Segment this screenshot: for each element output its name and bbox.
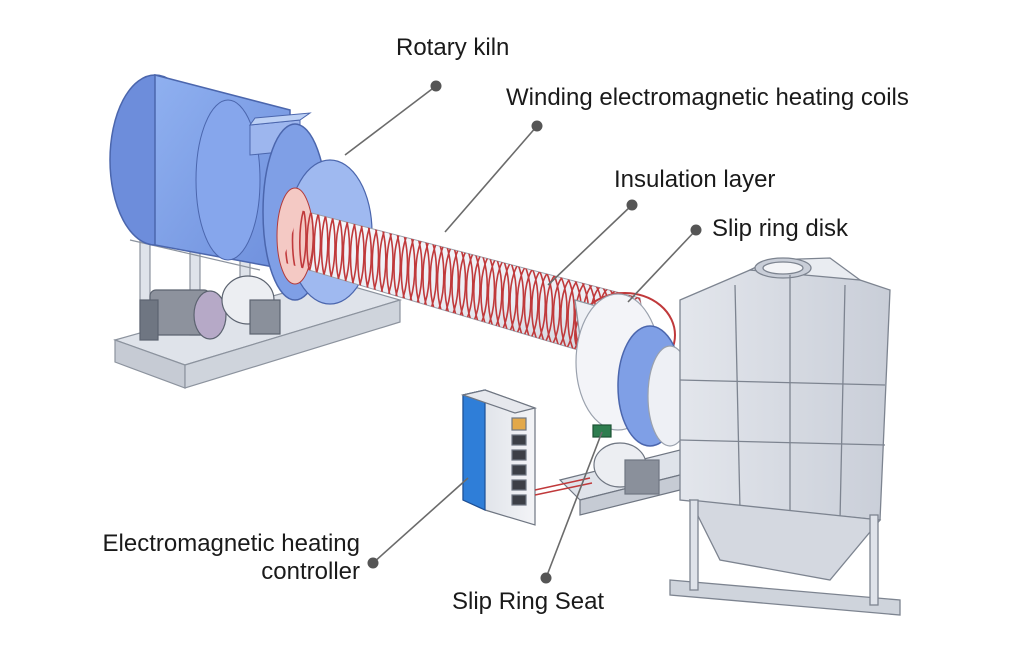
heating-controller-cabinet — [460, 389, 593, 526]
label-rotary-kiln: Rotary kiln — [396, 34, 510, 61]
leader-dots — [367, 80, 702, 584]
slip-ring-assembly — [574, 293, 693, 447]
leader-slip-ring-seat — [545, 431, 603, 579]
right-support-roller — [558, 442, 702, 516]
label-winding-coils: Winding electromagnetic heating coils — [506, 84, 909, 111]
label-insulation-layer: Insulation layer — [614, 166, 776, 193]
label-controller-line2: controller — [261, 558, 360, 585]
label-controller-line1: Electromagnetic heating — [102, 530, 360, 557]
label-slip-ring-disk: Slip ring disk — [712, 215, 849, 242]
dot-controller — [367, 557, 379, 569]
leader-winding-coils — [444, 125, 538, 233]
dot-rotary-kiln — [430, 80, 442, 92]
leader-rotary-kiln — [344, 85, 437, 156]
leader-insulation-layer — [547, 204, 633, 286]
leader-controller — [372, 477, 469, 564]
leader-lines — [344, 85, 697, 579]
drive-motor — [139, 275, 281, 341]
dot-winding-coils — [531, 120, 543, 132]
dot-insulation-layer — [626, 199, 638, 211]
discharge-hood — [669, 257, 901, 616]
label-slip-ring-seat: Slip Ring Seat — [452, 588, 605, 615]
dot-slip-ring-seat — [540, 572, 552, 584]
leader-slip-ring-disk — [627, 229, 697, 303]
dot-slip-ring-disk — [690, 224, 702, 236]
